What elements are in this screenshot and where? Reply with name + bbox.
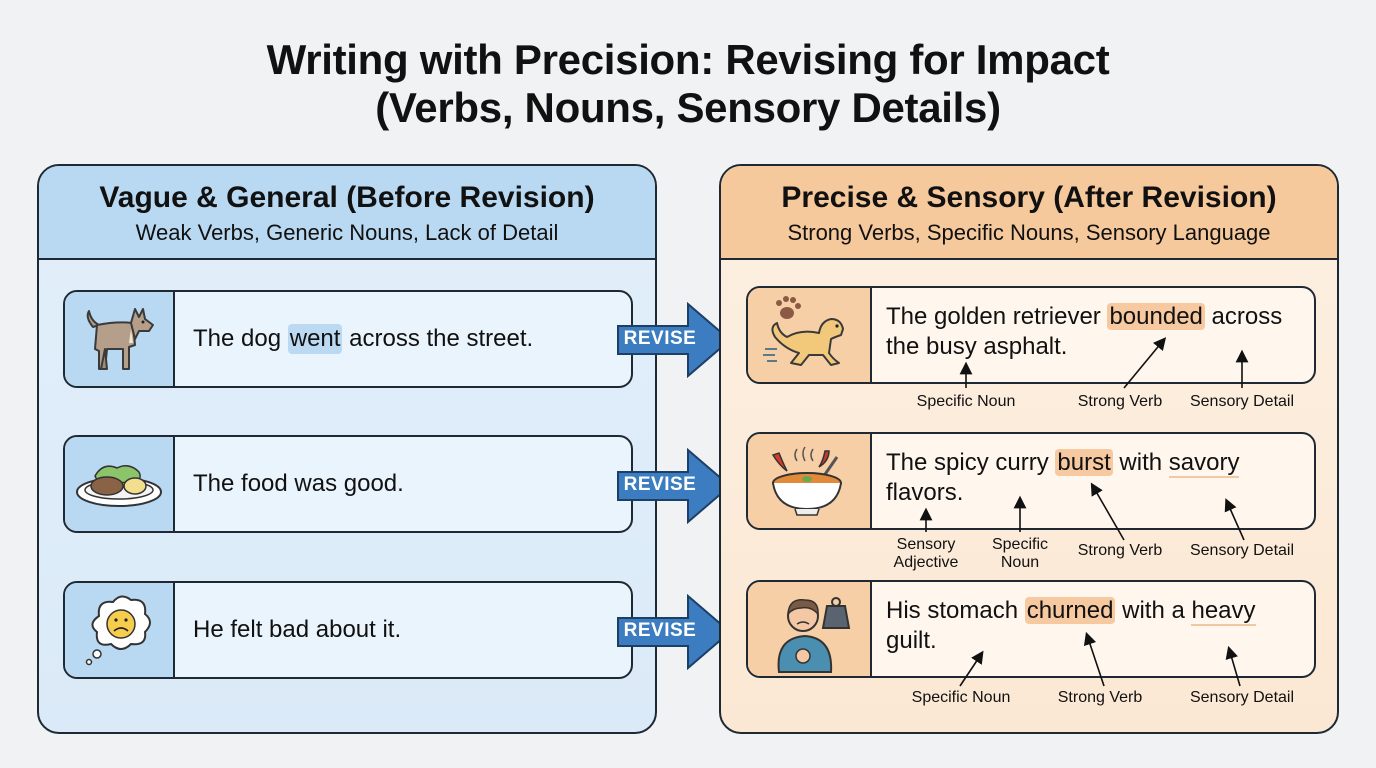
strong-verb-highlight: bounded xyxy=(1107,303,1205,330)
page-title: Writing with Precision: Revising for Imp… xyxy=(0,36,1376,132)
strong-verb-highlight: burst xyxy=(1055,449,1113,476)
food-plate-icon xyxy=(65,437,175,531)
guilty-person-weight-icon xyxy=(748,582,872,676)
before-revision-panel: Vague & General (Before Revision) Weak V… xyxy=(37,164,657,734)
right-arrow-icon xyxy=(617,302,732,378)
sentence-text-line2: guilt. xyxy=(886,627,937,654)
after-example-card-2: The spicy curry burst with savory flavor… xyxy=(746,432,1316,530)
sentence-text: across xyxy=(1204,303,1283,330)
sensory-detail-underline: savory xyxy=(1168,449,1240,478)
before-subheading: Weak Verbs, Generic Nouns, Lack of Detai… xyxy=(135,220,559,245)
before-sentence-2: The food was good. xyxy=(193,470,404,497)
revise-arrow-2: REVISE xyxy=(616,448,734,524)
sad-thought-bubble-icon xyxy=(65,583,175,677)
title-line-2: (Verbs, Nouns, Sensory Details) xyxy=(375,84,1001,131)
sentence-text: His stomach xyxy=(886,597,1025,624)
after-sentence-3: His stomach churned with a heavy guilt. xyxy=(872,582,1314,676)
annotation-sensory-detail: Sensory Detail xyxy=(1189,542,1295,559)
before-heading: Vague & General (Before Revision) xyxy=(99,181,595,214)
after-example-card-3: His stomach churned with a heavy guilt. xyxy=(746,580,1316,678)
strong-verb-highlight: churned xyxy=(1024,597,1116,624)
annotation-specific-noun: Specific Noun xyxy=(911,689,1011,706)
before-panel-header: Vague & General (Before Revision) Weak V… xyxy=(39,166,655,260)
revise-arrow-3: REVISE xyxy=(616,594,734,670)
after-sentence-2: The spicy curry burst with savory flavor… xyxy=(872,434,1314,528)
sentence-text-line2: flavors. xyxy=(886,479,964,506)
revise-label: REVISE xyxy=(623,620,697,641)
sentence-text: The dog xyxy=(193,325,282,352)
before-sentence-1: The dog went across the street. xyxy=(175,292,631,386)
annotation-specific-noun: Specific Noun xyxy=(991,536,1049,571)
sentence-text: across the street. xyxy=(349,325,534,352)
after-panel-header: Precise & Sensory (After Revision) Stron… xyxy=(721,166,1337,260)
weak-verb-highlight: went xyxy=(287,324,343,354)
annotation-sensory-detail: Sensory Detail xyxy=(1189,689,1295,706)
after-heading: Precise & Sensory (After Revision) xyxy=(781,181,1277,214)
annotation-sensory-adjective: Sensory Adjective xyxy=(893,536,959,571)
revise-label: REVISE xyxy=(623,474,697,495)
sentence-text: with xyxy=(1112,449,1169,476)
sentence-text: The spicy curry xyxy=(886,449,1056,476)
right-arrow-icon xyxy=(617,594,732,670)
annotation-sensory-detail: Sensory Detail xyxy=(1189,393,1295,410)
revise-arrow-1: REVISE xyxy=(616,302,734,378)
after-example-card-1: The golden retriever bounded across the … xyxy=(746,286,1316,384)
before-example-card-1: The dog went across the street. xyxy=(63,290,633,388)
sentence-text: with a xyxy=(1115,597,1192,624)
revise-label: REVISE xyxy=(623,328,697,349)
annotation-strong-verb: Strong Verb xyxy=(1057,689,1143,706)
right-arrow-icon xyxy=(617,448,732,524)
sentence-text-line2: the busy asphalt. xyxy=(886,333,1068,360)
dog-icon xyxy=(65,292,175,386)
before-example-card-3: He felt bad about it. xyxy=(63,581,633,679)
before-sentence-3: He felt bad about it. xyxy=(193,616,402,643)
running-golden-retriever-icon xyxy=(748,288,872,382)
annotation-strong-verb: Strong Verb xyxy=(1077,393,1163,410)
sensory-detail-underline: heavy xyxy=(1191,597,1256,626)
spicy-curry-bowl-icon xyxy=(748,434,872,528)
annotation-specific-noun: Specific Noun xyxy=(916,393,1016,410)
after-sentence-1: The golden retriever bounded across the … xyxy=(872,288,1314,382)
after-subheading: Strong Verbs, Specific Nouns, Sensory La… xyxy=(787,220,1271,245)
sentence-text: The golden retriever xyxy=(886,303,1108,330)
before-example-card-2: The food was good. xyxy=(63,435,633,533)
title-line-1: Writing with Precision: Revising for Imp… xyxy=(266,36,1110,83)
after-revision-panel: Precise & Sensory (After Revision) Stron… xyxy=(719,164,1339,734)
annotation-strong-verb: Strong Verb xyxy=(1077,542,1163,559)
